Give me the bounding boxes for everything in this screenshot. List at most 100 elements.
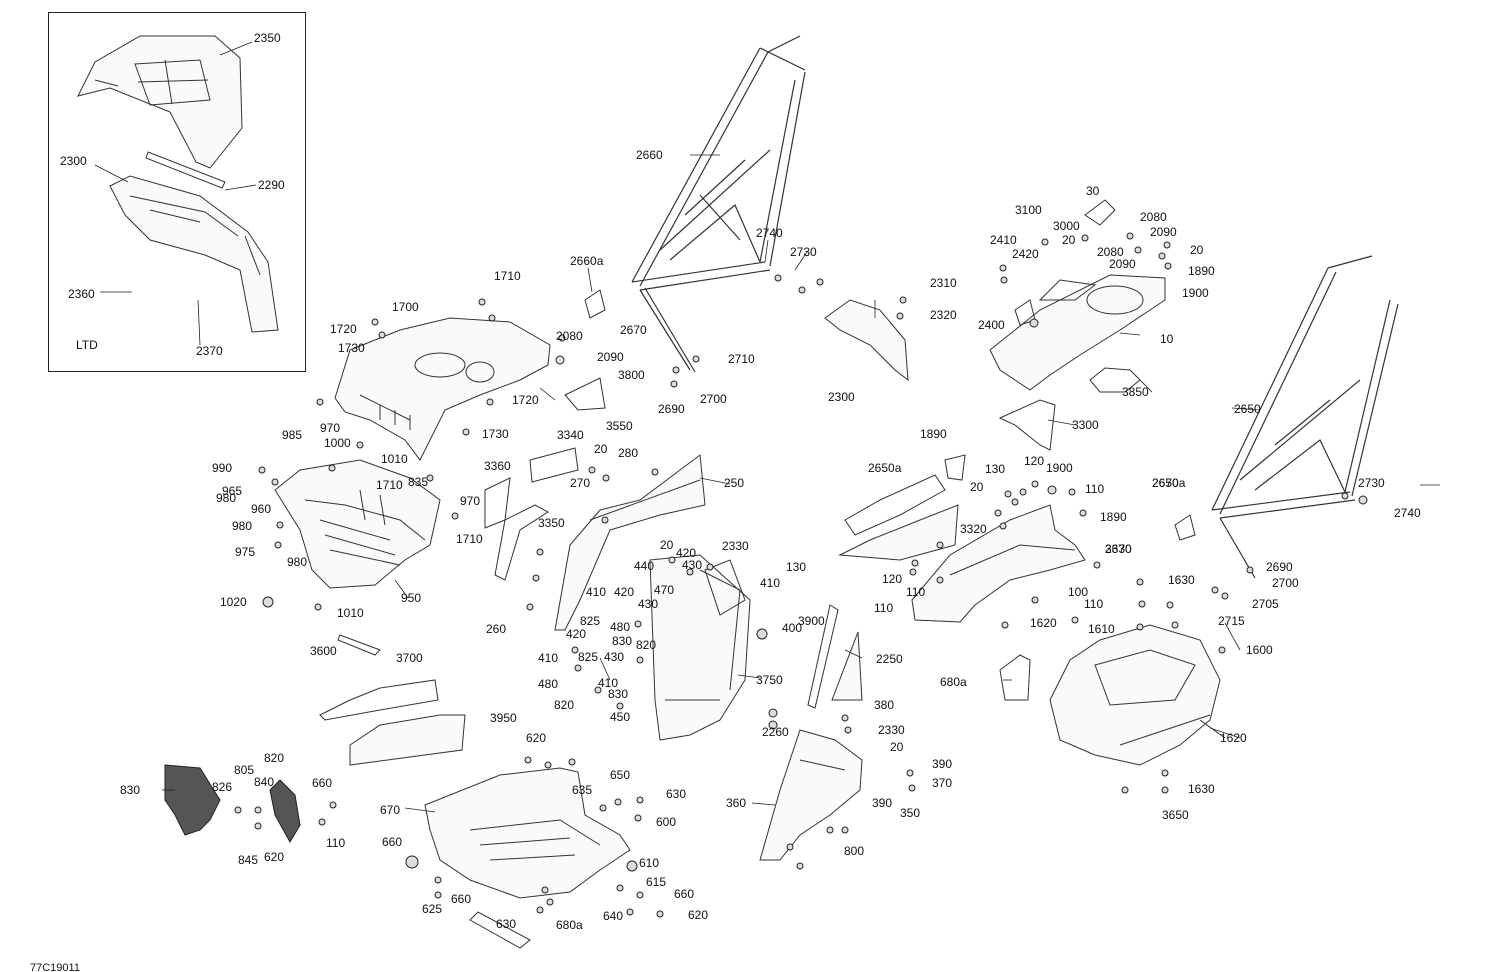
- part-label: 2090: [1109, 257, 1136, 271]
- part-label: 1600: [1246, 643, 1273, 657]
- part-label: 3300: [1072, 418, 1099, 432]
- part-label: 825: [578, 650, 599, 664]
- part-label: 2670: [620, 323, 647, 337]
- part-label: 820: [636, 638, 657, 652]
- panel-3900: [807, 604, 863, 709]
- part-label: 120: [1024, 454, 1045, 468]
- part-label: 3600: [310, 644, 337, 658]
- part-label: 625: [422, 902, 443, 916]
- bracket-350: [759, 729, 863, 861]
- fasteners: [234, 232, 1368, 918]
- part-label: 1010: [337, 606, 364, 620]
- part-label: 410: [586, 585, 607, 599]
- part-label: 1610: [1088, 622, 1115, 636]
- part-label: 680a: [556, 918, 583, 932]
- part-label: 130: [786, 560, 807, 574]
- part-label: 2370: [196, 344, 223, 358]
- part-label: 990: [212, 461, 233, 475]
- inset-strip: [145, 151, 226, 189]
- part-label: 2715: [1218, 614, 1245, 628]
- part-label: 390: [932, 757, 953, 771]
- part-label: 1710: [376, 478, 403, 492]
- part-label: 3550: [606, 419, 633, 433]
- part-label: 1000: [324, 436, 351, 450]
- part-label: 3000: [1053, 219, 1080, 233]
- part-label: 1700: [392, 300, 419, 314]
- part-label: 2660: [636, 148, 663, 162]
- box-1600: [1049, 624, 1221, 766]
- part-label: 20: [660, 538, 674, 552]
- part-label: 2740: [756, 226, 783, 240]
- part-label: 2740: [1394, 506, 1421, 520]
- part-label: 370: [932, 776, 953, 790]
- part-label: 1900: [1046, 461, 1073, 475]
- part-label: 450: [610, 710, 631, 724]
- part-label: 260: [486, 622, 507, 636]
- small-brackets: [469, 199, 1196, 949]
- net-panel-800: [164, 764, 301, 844]
- part-label: 420: [676, 546, 697, 560]
- part-label: 970: [460, 494, 481, 508]
- center-panel-400: [649, 554, 751, 741]
- part-label: 2650: [1234, 402, 1261, 416]
- part-label: 2080: [1140, 210, 1167, 224]
- part-label: 1890: [920, 427, 947, 441]
- part-label: 2730: [790, 245, 817, 259]
- ltd-inset-frame: [48, 12, 306, 372]
- part-label: 660: [312, 776, 333, 790]
- part-label: 800: [844, 844, 865, 858]
- part-label: 420: [614, 585, 635, 599]
- part-label: 1630: [1188, 782, 1215, 796]
- part-label: 2260: [762, 725, 789, 739]
- part-label: 120: [882, 572, 903, 586]
- part-label: 10: [1160, 332, 1174, 346]
- part-label: 630: [496, 917, 517, 931]
- part-label: 3700: [396, 651, 423, 665]
- part-label: 2660a: [570, 254, 604, 268]
- part-label: 1720: [330, 322, 357, 336]
- part-label: 3350: [538, 516, 565, 530]
- panel-3300: [998, 399, 1056, 451]
- part-label: 2090: [597, 350, 624, 364]
- part-label: 440: [634, 559, 655, 573]
- part-label: 430: [682, 558, 703, 572]
- part-label: 3900: [798, 614, 825, 628]
- part-label: 20: [1062, 233, 1076, 247]
- part-label: 1890: [1100, 510, 1127, 524]
- part-label: 480: [610, 620, 631, 634]
- part-label: 2700: [700, 392, 727, 406]
- part-label: 2330: [878, 723, 905, 737]
- part-label: 3750: [756, 673, 783, 687]
- part-label: 2690: [1266, 560, 1293, 574]
- part-label: 2700: [1272, 576, 1299, 590]
- part-label: 2670: [1152, 476, 1179, 490]
- part-label: 2650a: [1152, 476, 1186, 490]
- part-label: 100: [1068, 585, 1089, 599]
- part-label: 420: [566, 627, 587, 641]
- part-label: 20: [594, 442, 608, 456]
- drawing-code: 77C19011: [30, 962, 80, 972]
- part-label: 640: [603, 909, 624, 923]
- part-label: 2360: [68, 287, 95, 301]
- part-label: 2410: [990, 233, 1017, 247]
- part-label: 805: [234, 763, 255, 777]
- part-label: 410: [760, 576, 781, 590]
- part-label: 830: [612, 634, 633, 648]
- part-label: 820: [264, 751, 285, 765]
- part-label: 2310: [930, 276, 957, 290]
- part-label: 2080: [1097, 245, 1124, 259]
- part-label: 3850: [1122, 385, 1149, 399]
- part-label: 1890: [1188, 264, 1215, 278]
- part-label: 20: [970, 480, 984, 494]
- part-label: 680a: [940, 675, 967, 689]
- panel-3650: [999, 654, 1031, 701]
- part-label: 2330: [722, 539, 749, 553]
- part-label: 1010: [381, 452, 408, 466]
- part-label: 430: [638, 597, 659, 611]
- part-label: 2705: [1252, 597, 1279, 611]
- part-label: 1020: [220, 595, 247, 609]
- part-label: 660: [451, 892, 472, 906]
- roll-cage-right: [1211, 255, 1399, 579]
